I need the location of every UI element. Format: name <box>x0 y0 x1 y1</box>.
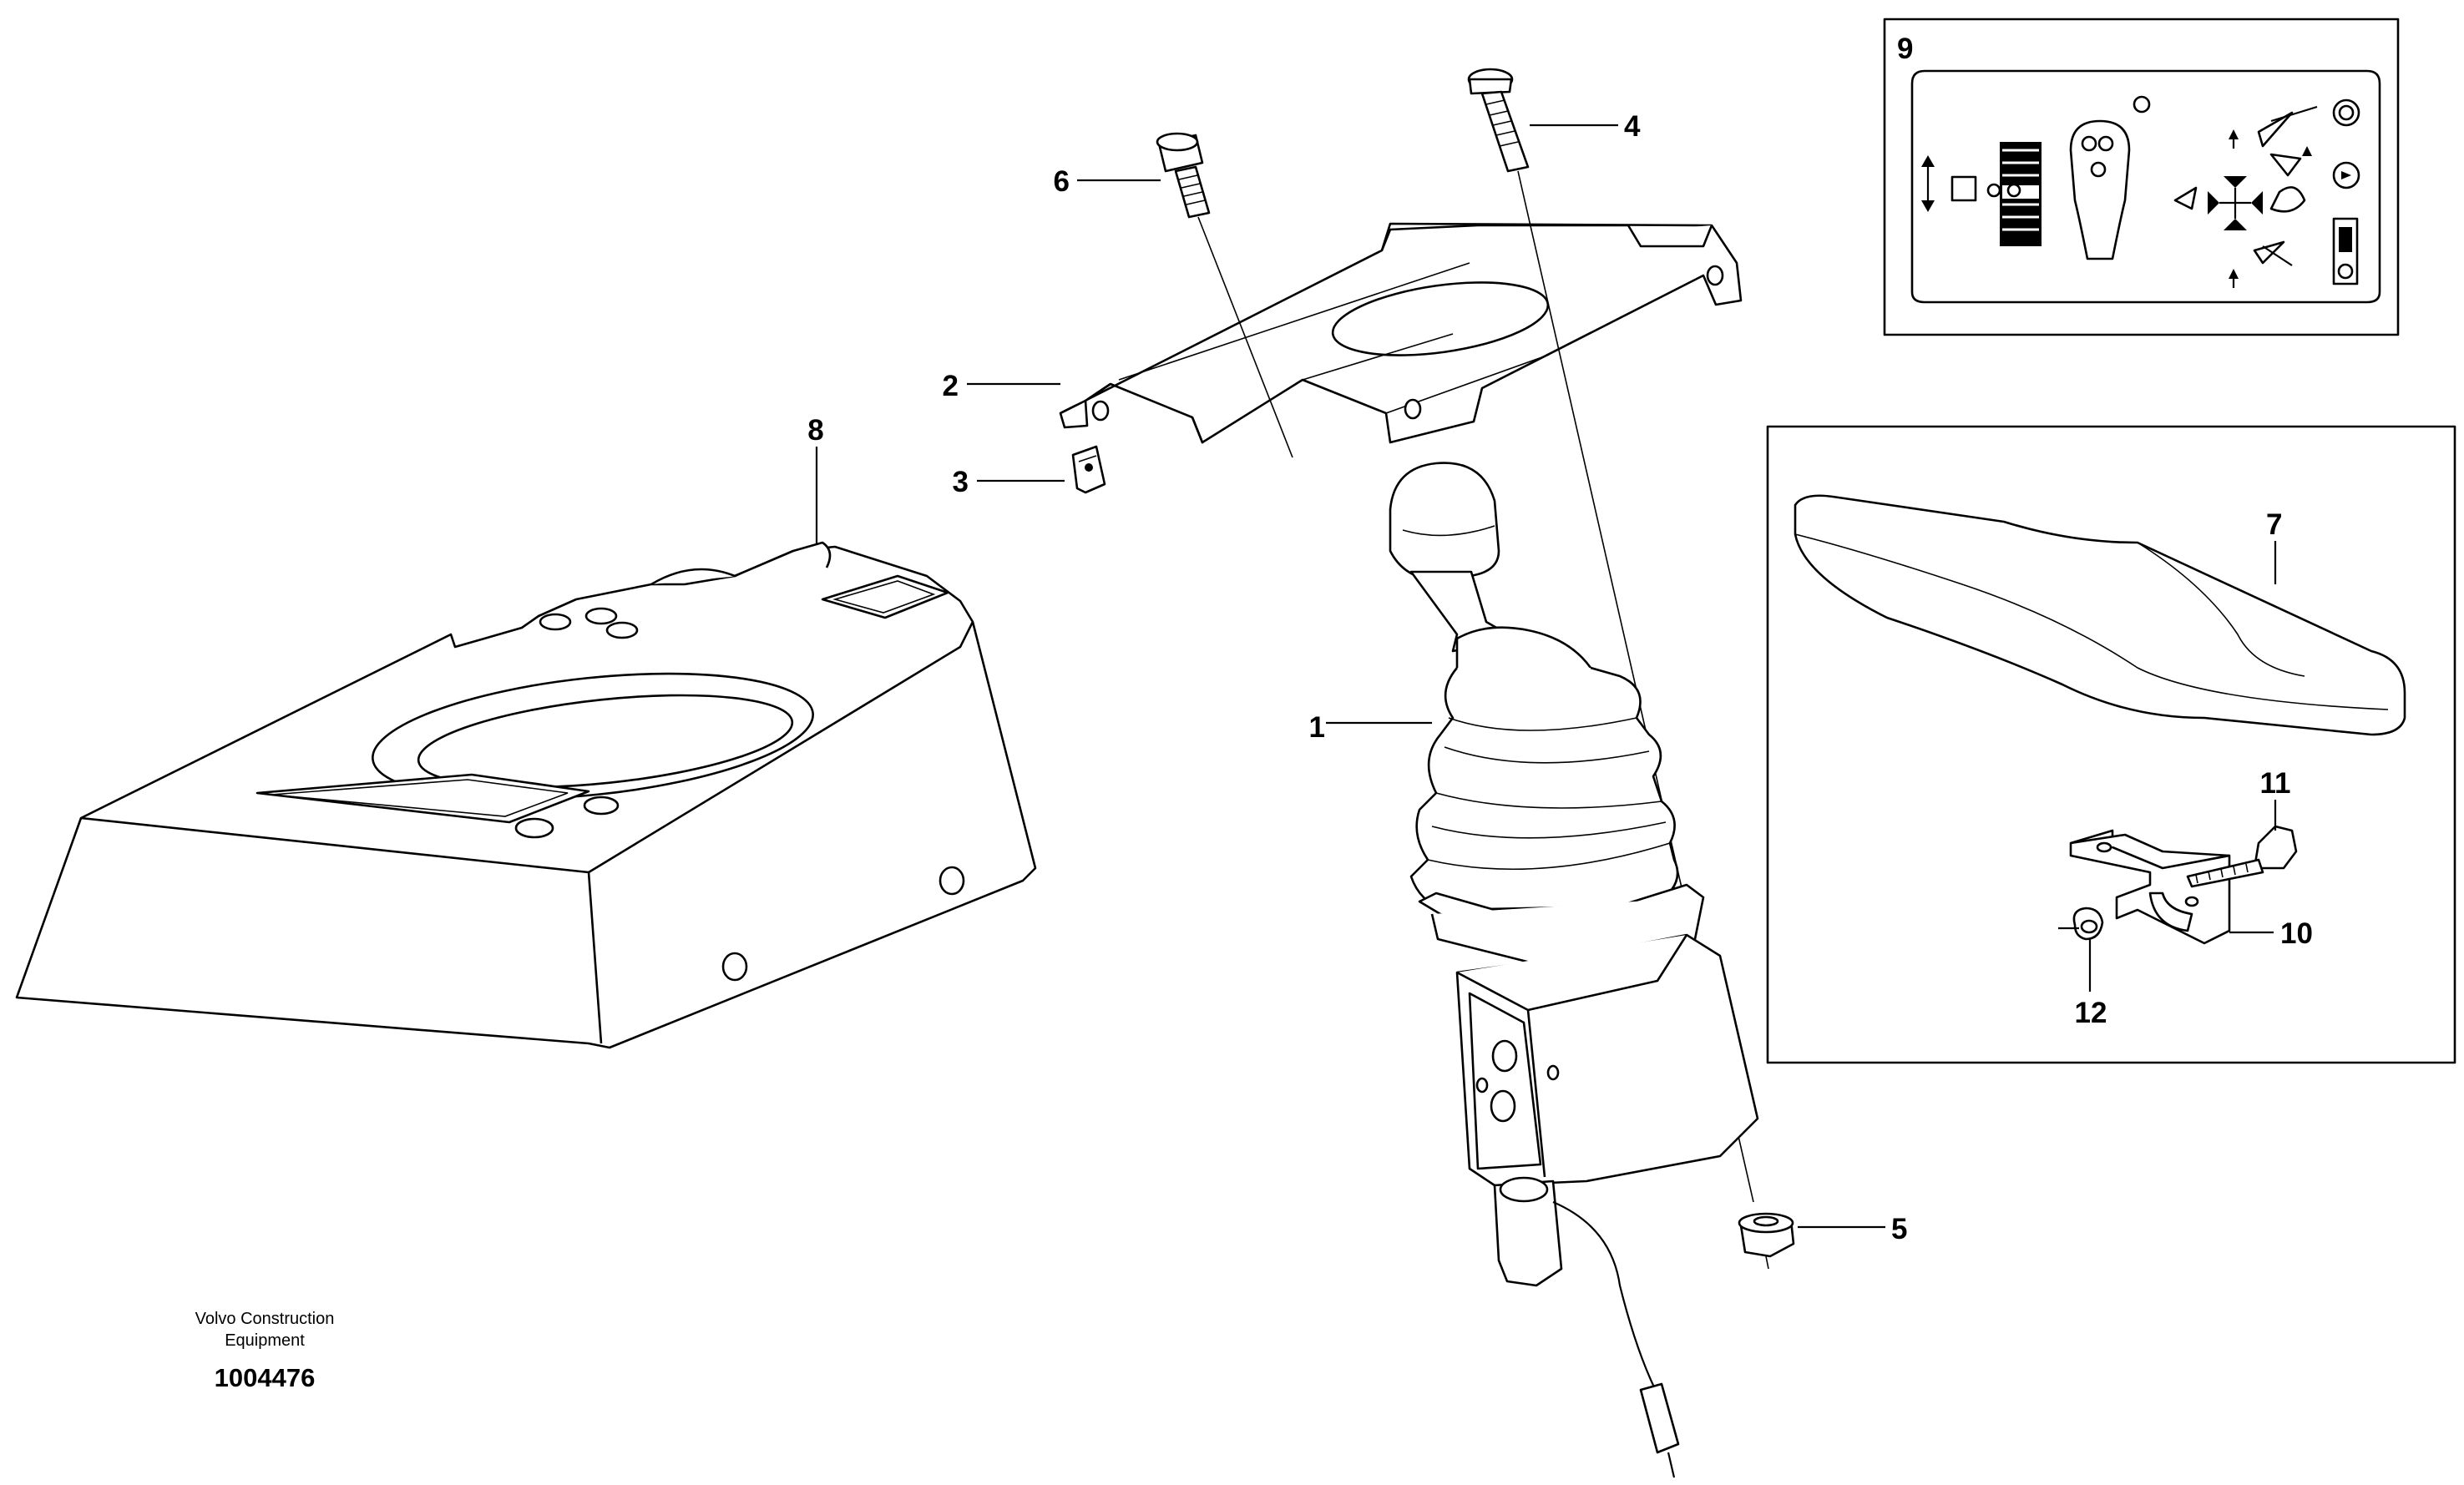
callout-9: 9 <box>1897 33 1913 65</box>
callout-10: 10 <box>2280 917 2313 950</box>
kit-box <box>1766 425 2456 1064</box>
bracket-part-10 <box>2069 829 2274 945</box>
callout-1: 1 <box>1309 711 1325 744</box>
drawing-number: 1004476 <box>215 1363 316 1392</box>
nut-part-12 <box>2058 907 2104 992</box>
callout-4: 4 <box>1624 110 1641 143</box>
decal-part-9 <box>1883 18 2400 336</box>
manufacturer-line-1: Volvo Construction <box>195 1310 335 1328</box>
callout-5: 5 <box>1891 1213 1907 1245</box>
joystick-part-1 <box>1326 462 1759 1478</box>
callout-12: 12 <box>2075 997 2107 1029</box>
callout-2: 2 <box>943 370 959 402</box>
callout-11: 11 <box>2260 767 2291 800</box>
bolt-part-11 <box>2186 800 2298 888</box>
mounting-bracket-part-2 <box>967 222 1743 444</box>
screw-part-6 <box>1077 132 1293 458</box>
nut-part-5 <box>1738 1212 1885 1270</box>
callout-6: 6 <box>1054 165 1070 198</box>
clip-part-3 <box>977 445 1106 494</box>
callout-8: 8 <box>807 414 823 447</box>
manufacturer-line-2: Equipment <box>225 1331 305 1350</box>
callout-3: 3 <box>953 466 969 498</box>
armrest-pad-part-7 <box>1794 494 2406 736</box>
callout-7: 7 <box>2266 508 2282 541</box>
console-cover-part-8 <box>15 447 1037 1049</box>
